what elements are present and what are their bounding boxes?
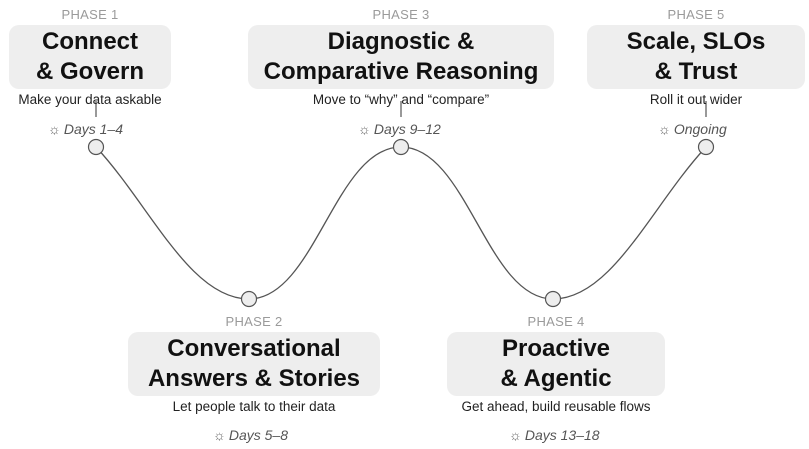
phase-2: PHASE 2 Conversational Answers & Stories…: [124, 315, 384, 414]
phase-title-line: Answers & Stories: [147, 365, 361, 392]
phase-1-days: ☼Days 1–4: [48, 121, 123, 137]
node-phase-4: [544, 290, 562, 308]
days-label: Days 5–8: [228, 427, 288, 443]
phase-subtitle: Make your data askable: [18, 92, 162, 107]
phase-title-line: Comparative Reasoning: [263, 58, 539, 85]
phase-4-days: ☼Days 13–18: [509, 427, 600, 443]
phase-label: PHASE 2: [225, 314, 283, 329]
phase-5: PHASE 5 Scale, SLOs & Trust Roll it out …: [583, 8, 809, 107]
phase-title-box: Conversational Answers & Stories: [128, 332, 380, 396]
phase-3: PHASE 3 Diagnostic & Comparative Reasoni…: [241, 8, 561, 107]
sun-icon: ☼: [509, 427, 522, 443]
phase-5-days: ☼Ongoing: [658, 121, 727, 137]
phase-label: PHASE 5: [667, 7, 725, 22]
sun-icon: ☼: [658, 121, 671, 137]
node-phase-5: [697, 138, 715, 156]
phase-1: PHASE 1 Connect & Govern Make your data …: [5, 8, 175, 107]
sun-icon: ☼: [48, 121, 61, 137]
phase-title-line: & Agentic: [500, 365, 612, 392]
phase-2-days: ☼Days 5–8: [213, 427, 288, 443]
node-phase-2: [240, 290, 258, 308]
phase-label: PHASE 1: [61, 7, 119, 22]
phase-title-line: Connect: [42, 28, 138, 55]
node-phase-1: [87, 138, 105, 156]
days-label: Ongoing: [673, 121, 727, 137]
phase-title-box: Connect & Govern: [9, 25, 171, 89]
sun-icon: ☼: [358, 121, 371, 137]
phase-title-line: Proactive: [501, 335, 611, 362]
phase-title-line: Scale, SLOs: [626, 28, 766, 55]
phase-label: PHASE 4: [527, 314, 585, 329]
phase-title-box: Scale, SLOs & Trust: [587, 25, 805, 89]
wave-path: [95, 146, 707, 300]
sun-icon: ☼: [213, 427, 226, 443]
phase-subtitle: Roll it out wider: [649, 92, 743, 107]
phase-title-line: & Govern: [35, 58, 145, 85]
days-label: Days 13–18: [524, 427, 600, 443]
days-label: Days 9–12: [373, 121, 441, 137]
phase-title-line: Conversational: [167, 335, 341, 362]
phase-4: PHASE 4 Proactive & Agentic Get ahead, b…: [440, 315, 672, 414]
phase-title-line: Diagnostic &: [327, 28, 475, 55]
phase-title-line: & Trust: [654, 58, 738, 85]
node-phase-3: [392, 138, 410, 156]
phase-subtitle: Move to “why” and “compare”: [312, 92, 490, 107]
days-label: Days 1–4: [63, 121, 123, 137]
phase-subtitle: Let people talk to their data: [172, 399, 336, 414]
phase-label: PHASE 3: [372, 7, 430, 22]
phase-subtitle: Get ahead, build reusable flows: [461, 399, 651, 414]
phase-title-box: Diagnostic & Comparative Reasoning: [248, 25, 554, 89]
phase-title-box: Proactive & Agentic: [447, 332, 665, 396]
phase-3-days: ☼Days 9–12: [358, 121, 441, 137]
